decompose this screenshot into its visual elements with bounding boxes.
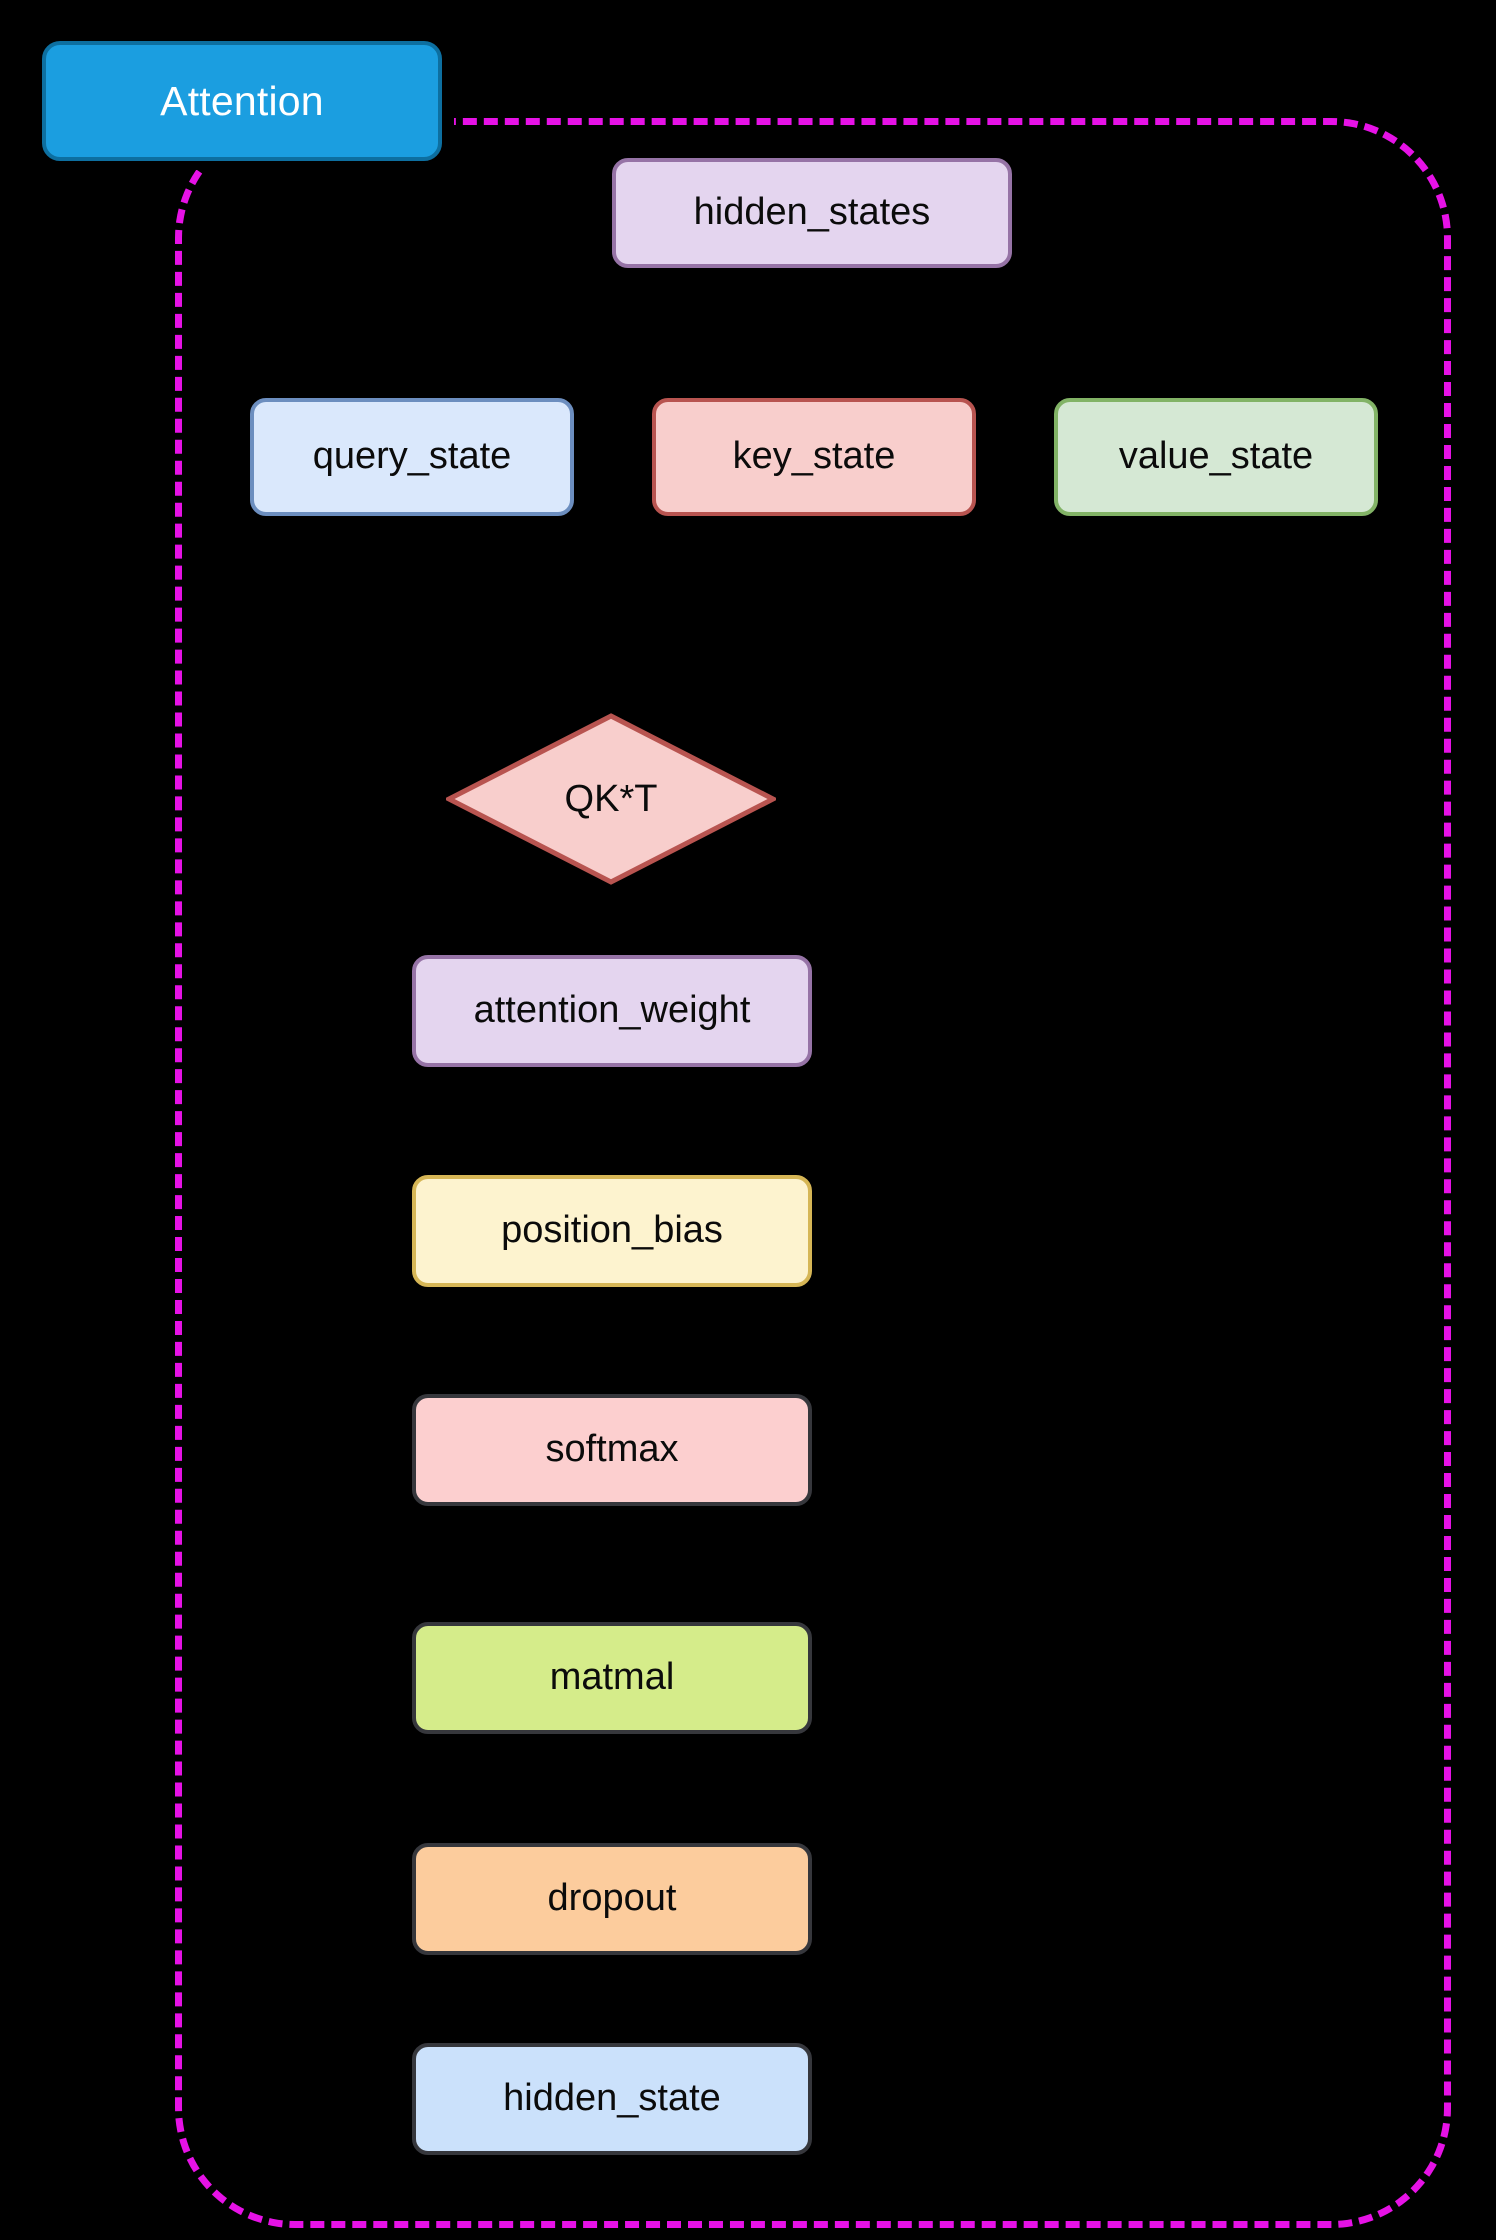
node-label: hidden_states [693,191,931,234]
node-label: position_bias [501,1209,723,1252]
node-hidden-states[interactable]: hidden_states [612,158,1012,268]
node-dropout[interactable]: dropout [412,1843,812,1955]
node-value-state[interactable]: value_state [1054,398,1378,516]
node-label: matmal [549,1656,675,1699]
node-attention-weight[interactable]: attention_weight [412,955,812,1067]
node-position-bias[interactable]: position_bias [412,1175,812,1287]
node-label: dropout [547,1877,677,1920]
node-query-state[interactable]: query_state [250,398,574,516]
node-label: QK*T [564,777,658,820]
node-label: attention_weight [473,989,751,1032]
node-label: key_state [732,435,896,478]
node-softmax[interactable]: softmax [412,1394,812,1506]
node-label: value_state [1118,435,1314,478]
node-matmal[interactable]: matmal [412,1622,812,1734]
node-label: softmax [545,1428,679,1471]
subgraph-title-attention[interactable]: Attention [42,41,442,161]
node-key-state[interactable]: key_state [652,398,976,516]
node-hidden-state[interactable]: hidden_state [412,2043,812,2155]
node-qkt-diamond[interactable]: QK*T [446,713,776,885]
subgraph-title-label: Attention [160,77,324,124]
node-label: hidden_state [503,2077,721,2120]
diamond-shape [446,713,776,885]
node-label: query_state [312,435,512,478]
